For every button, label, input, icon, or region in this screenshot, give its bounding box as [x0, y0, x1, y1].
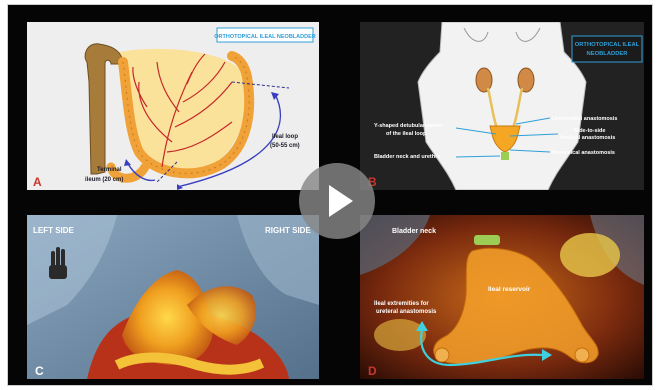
label-ureteroileal: Ureteroileal anastomosis: [552, 116, 617, 122]
label-y-shaped-2: of the ileal loop: [386, 131, 427, 137]
left-kidney-icon: [476, 68, 492, 92]
play-triangle-icon: [329, 185, 353, 217]
label-side-1: Side-to-side: [574, 128, 605, 134]
label-bladder-neck: Bladder neck and urethra: [374, 154, 441, 160]
panel-b-title-2: NEOBLADDER: [587, 51, 629, 57]
video-player[interactable]: ORTHOTOPICAL ILEAL NEOBLADDER: [7, 4, 653, 386]
panel-b-title-1: ORTHOTOPICAL ILEAL: [575, 42, 640, 48]
label-d-reservoir: Ileal reservoir: [488, 286, 531, 293]
right-kidney-icon: [518, 68, 534, 92]
terminal-label-1: Terminal: [97, 167, 122, 173]
panel-d-letter: D: [368, 364, 377, 378]
panel-a-letter: A: [33, 175, 42, 189]
panel-a-ileal-loop-diagram: ORTHOTOPICAL ILEAL NEOBLADDER: [27, 22, 319, 190]
loop-label-2: (50-55 cm): [270, 143, 300, 149]
label-y-shaped-1: Y-shaped detubularization: [374, 123, 443, 129]
terminal-label-2: ileum (20 cm): [85, 177, 123, 183]
panel-a-title: ORTHOTOPICAL ILEAL NEOBLADDER: [214, 34, 315, 40]
panel-b-neobladder-schematic: ORTHOTOPICAL ILEAL NEOBLADDER Y-shaped d…: [360, 22, 644, 190]
label-d-extremities-1: Ileal extremities for: [374, 301, 429, 307]
label-d-bladder-neck: Bladder neck: [392, 228, 436, 235]
retractor-hand-icon: [49, 247, 67, 279]
torso-silhouette: [418, 22, 586, 190]
loop-label-1: Ileal loop: [272, 134, 298, 140]
panel-d-reservoir-photo: Bladder neck Ileal reservoir Ileal extre…: [360, 215, 644, 379]
panel-c-surgical-photo: LEFT SIDE RIGHT SIDE C: [27, 215, 319, 379]
label-left-side: LEFT SIDE: [33, 226, 75, 235]
label-d-extremities-2: ureteral anastomosis: [376, 309, 437, 315]
label-right-side: RIGHT SIDE: [265, 226, 311, 235]
panel-c-letter: C: [35, 364, 44, 378]
play-button[interactable]: [299, 163, 375, 239]
catheter-shape: [474, 235, 500, 245]
urethra-shape: [501, 152, 509, 160]
label-ileovesical: Ileovesical anastomosis: [552, 150, 615, 156]
label-side-2: ileoileal anastomosis: [560, 135, 615, 141]
